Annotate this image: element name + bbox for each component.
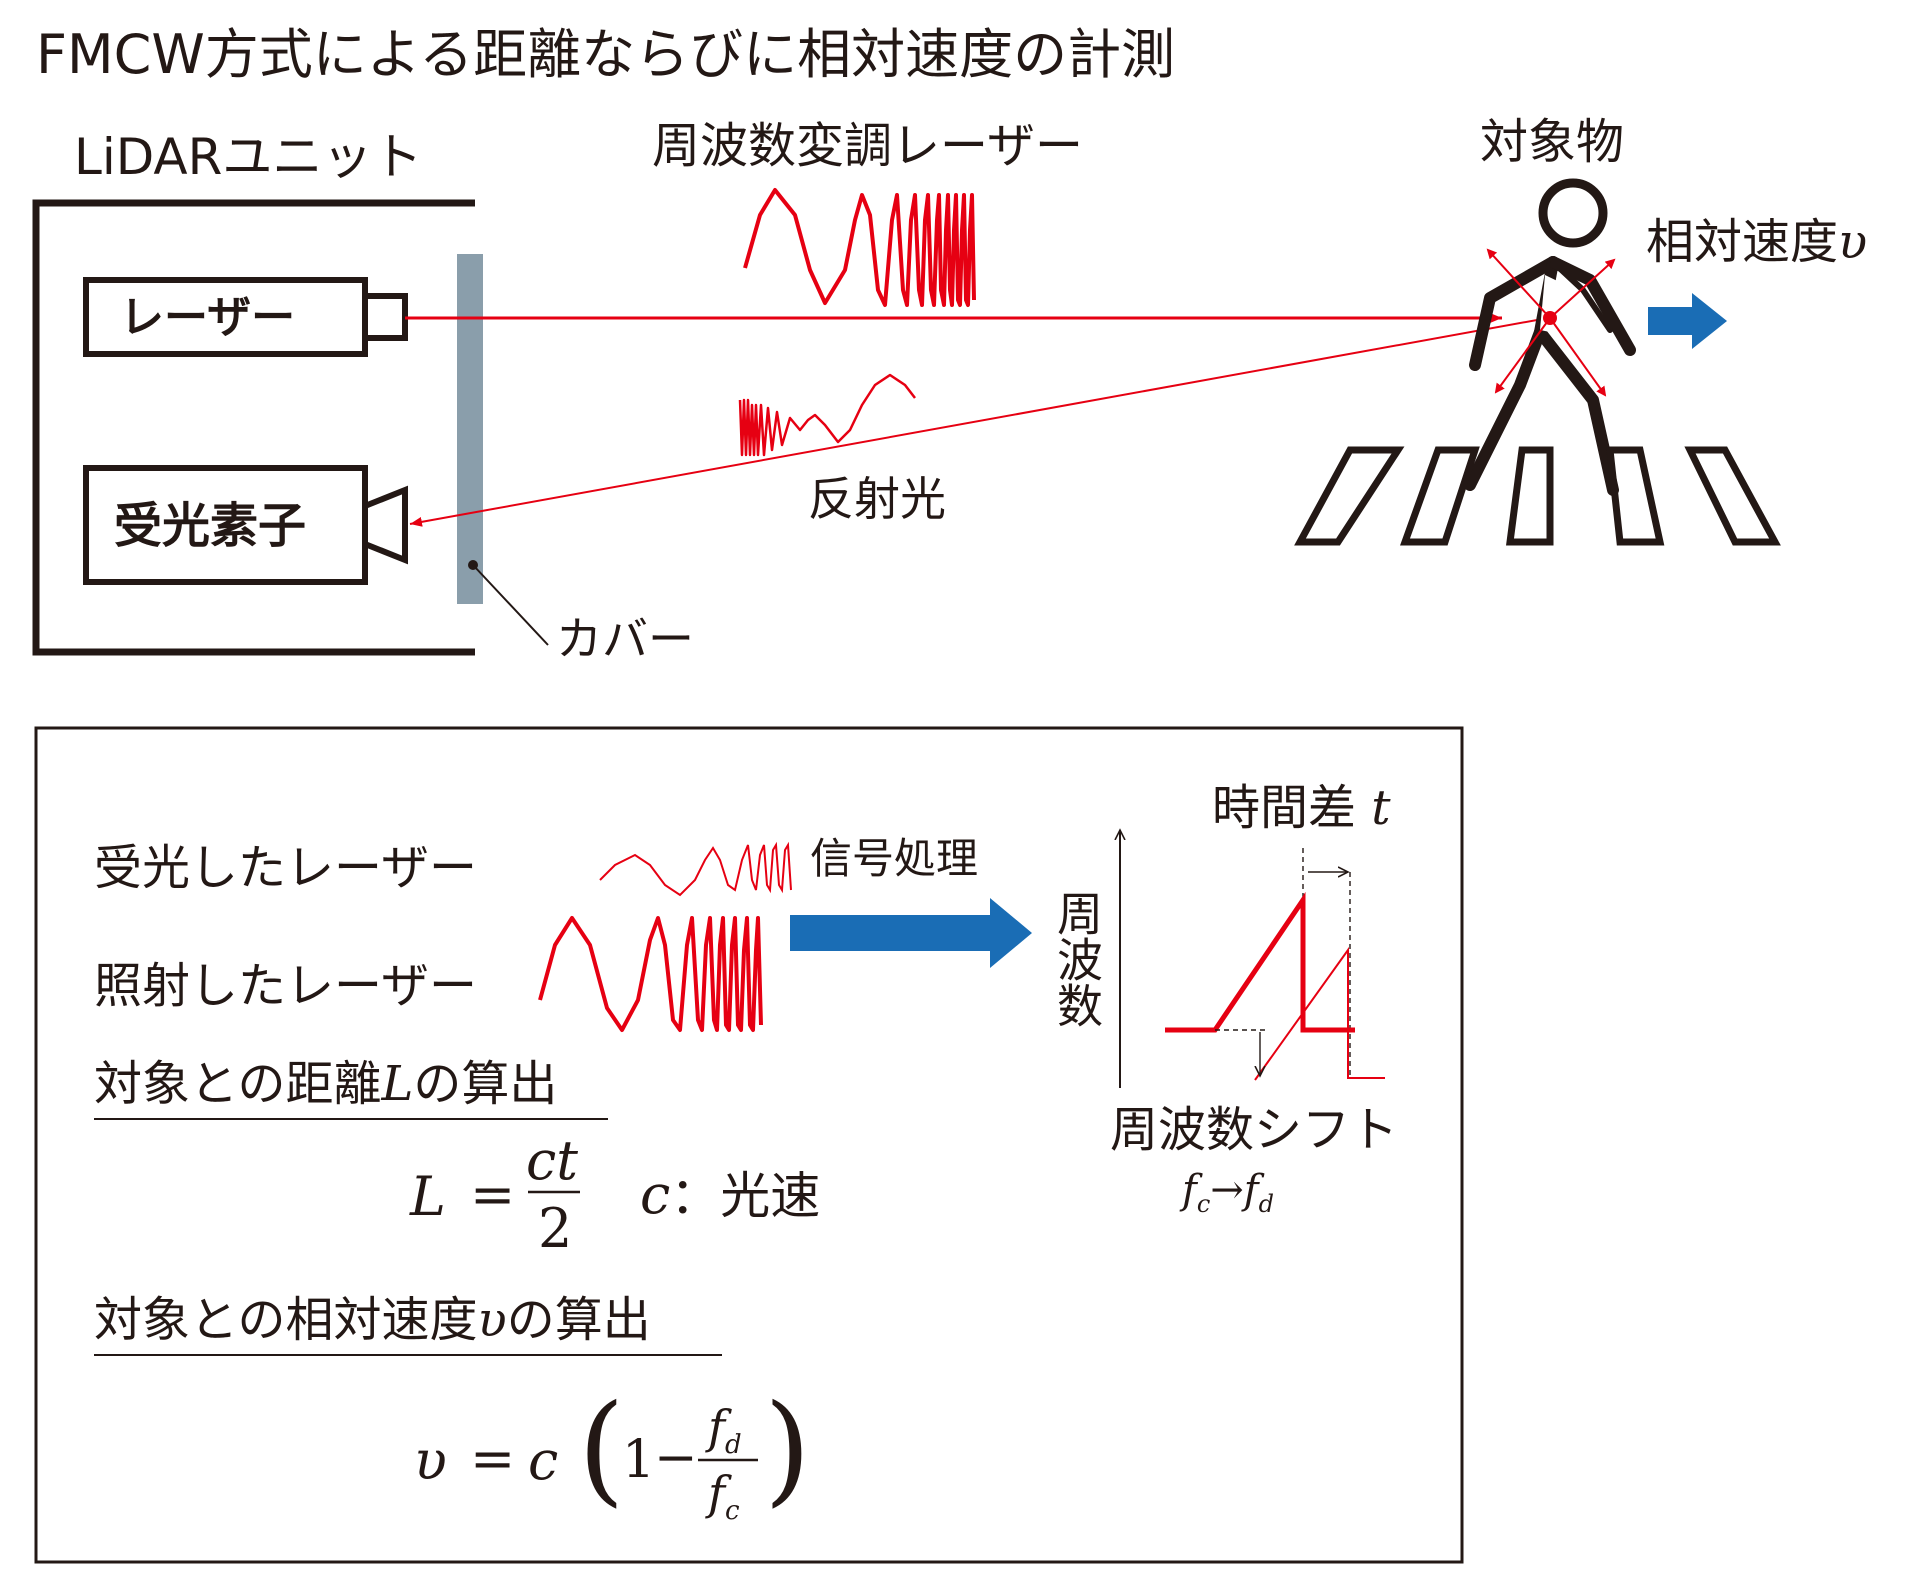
reflected-beam bbox=[409, 317, 1549, 527]
page-title: FMCW方式による距離ならびに相対速度の計測 bbox=[36, 23, 1176, 86]
modulated-laser-label: 周波数変調レーザー bbox=[652, 118, 1084, 174]
received-chirp bbox=[1254, 946, 1385, 1081]
velocity-formula-one: 1 bbox=[622, 1430, 656, 1490]
cover-label: カバー bbox=[556, 612, 694, 666]
velocity-formula-rparen: ) bbox=[764, 1380, 811, 1519]
velocity-formula-lhs: υ bbox=[414, 1429, 447, 1492]
frequency-shift-label: 周波数シフト bbox=[1110, 1102, 1399, 1158]
emitted-laser-label: 照射したレーザー bbox=[94, 958, 478, 1014]
received-laser-wave bbox=[599, 841, 792, 897]
velocity-formula-denominator: fc bbox=[708, 1466, 740, 1527]
distance-formula-eq: = bbox=[470, 1163, 516, 1226]
distance-formula-note: c：光速 bbox=[640, 1163, 821, 1226]
pedestrian-icon bbox=[1464, 178, 1636, 496]
cover-leader bbox=[468, 560, 549, 646]
receiver-label: 受光素子 bbox=[114, 498, 307, 554]
velocity-formula-lparen: ( bbox=[578, 1380, 625, 1519]
distance-formula-lhs: L bbox=[410, 1165, 446, 1228]
crosswalk-icon bbox=[1294, 446, 1781, 546]
distance-formula-denominator: 2 bbox=[538, 1197, 573, 1260]
reflected-light-label: 反射光 bbox=[808, 472, 946, 526]
distance-heading: 対象との距離Lの算出 bbox=[94, 1060, 608, 1120]
emitted-laser-wave bbox=[538, 916, 763, 1032]
velocity-formula-eq: = bbox=[470, 1427, 516, 1490]
reflection-point bbox=[1486, 248, 1616, 397]
velocity-formula-numerator: fd bbox=[708, 1400, 742, 1461]
processing-arrow bbox=[790, 898, 1032, 968]
relative-velocity-label: 相対速度υ bbox=[1646, 214, 1868, 270]
emitted-chirp bbox=[1165, 891, 1355, 1033]
calculation-panel bbox=[34, 726, 1464, 1564]
receiver-element bbox=[83, 465, 408, 585]
velocity-formula-c: c bbox=[528, 1429, 559, 1492]
time-difference-label: 時間差 t bbox=[1212, 780, 1391, 836]
cover bbox=[457, 254, 483, 604]
frequency-axis-label: 周波数 bbox=[1050, 890, 1104, 1028]
signal-processing-label: 信号処理 bbox=[810, 834, 979, 883]
lidar-unit bbox=[32, 199, 475, 656]
reflected-wave bbox=[738, 373, 916, 457]
velocity-formula-minus: − bbox=[654, 1428, 698, 1488]
lidar-unit-label: LiDARユニット bbox=[74, 128, 423, 186]
frequency-shift-formula: fc→fd bbox=[1182, 1167, 1274, 1218]
velocity-heading: 対象との相対速度υの算出 bbox=[94, 1296, 722, 1356]
received-laser-label: 受光したレーザー bbox=[94, 840, 478, 896]
laser-label: レーザー bbox=[120, 292, 296, 343]
distance-formula-numerator: ct bbox=[526, 1129, 578, 1192]
target-label: 対象物 bbox=[1480, 114, 1625, 170]
modulated-wave bbox=[743, 188, 976, 307]
frequency-graph bbox=[1120, 830, 1385, 1088]
velocity-arrow bbox=[1648, 293, 1727, 349]
